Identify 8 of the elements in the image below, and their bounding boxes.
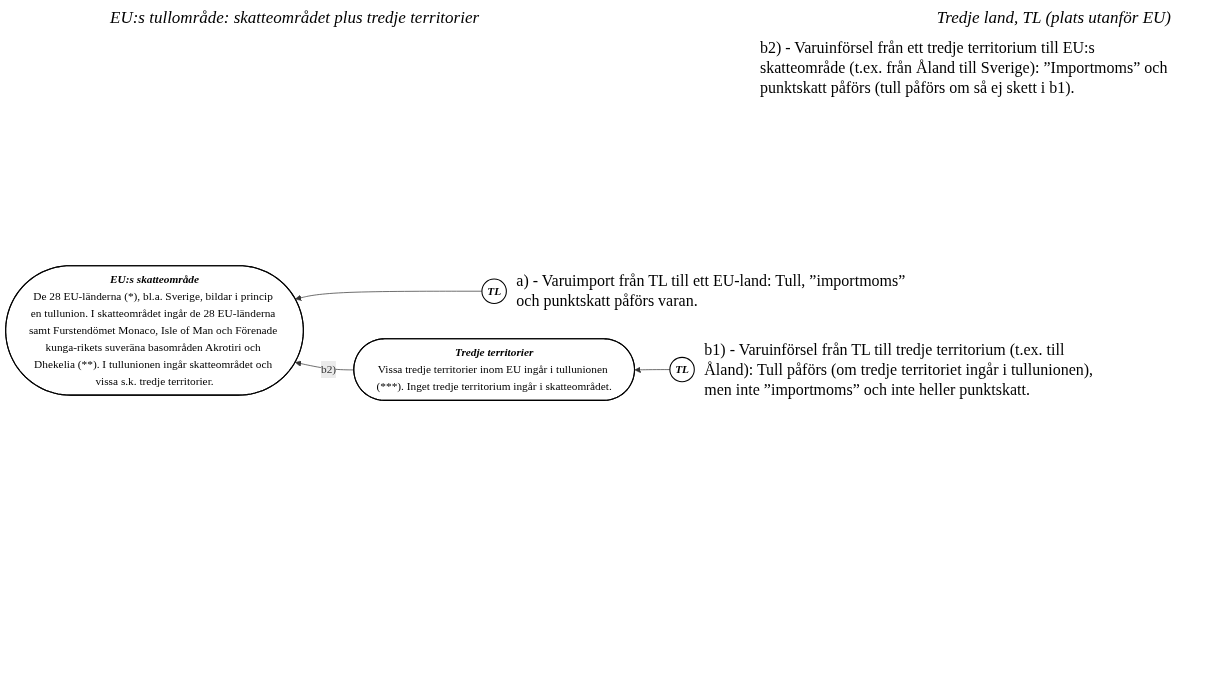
note-text: a) - Varuimport från TL till ett EU-land: Tull, ”importmoms” och punktskatt påförs varan. bbox=[516, 271, 907, 312]
column-heading: EU:s tullområde: skatteområdet plus tredje territorier bbox=[110, 8, 480, 28]
column-heading: Tredje land, TL (plats utanför EU) bbox=[936, 8, 1171, 28]
note-text: b2) - Varuinförsel från ett tredje territorium till EU:s skatteområde (t.ex. från Åland till Sverige): ”Importmoms” och punktskatt påförs (tull påförs om så ej skett i b1). bbox=[760, 38, 1169, 98]
node-circle: TL bbox=[481, 278, 507, 304]
edge-label: b2) bbox=[321, 363, 337, 376]
note-text: b1) - Varuinförsel från TL till tredje territorium (t.ex. till Åland): Tull påförs (om tredje territoriet ingår i tullunionen), men inte ”importmoms” och inte heller punktskatt. bbox=[704, 339, 1095, 400]
node-circle: TL bbox=[669, 356, 695, 383]
